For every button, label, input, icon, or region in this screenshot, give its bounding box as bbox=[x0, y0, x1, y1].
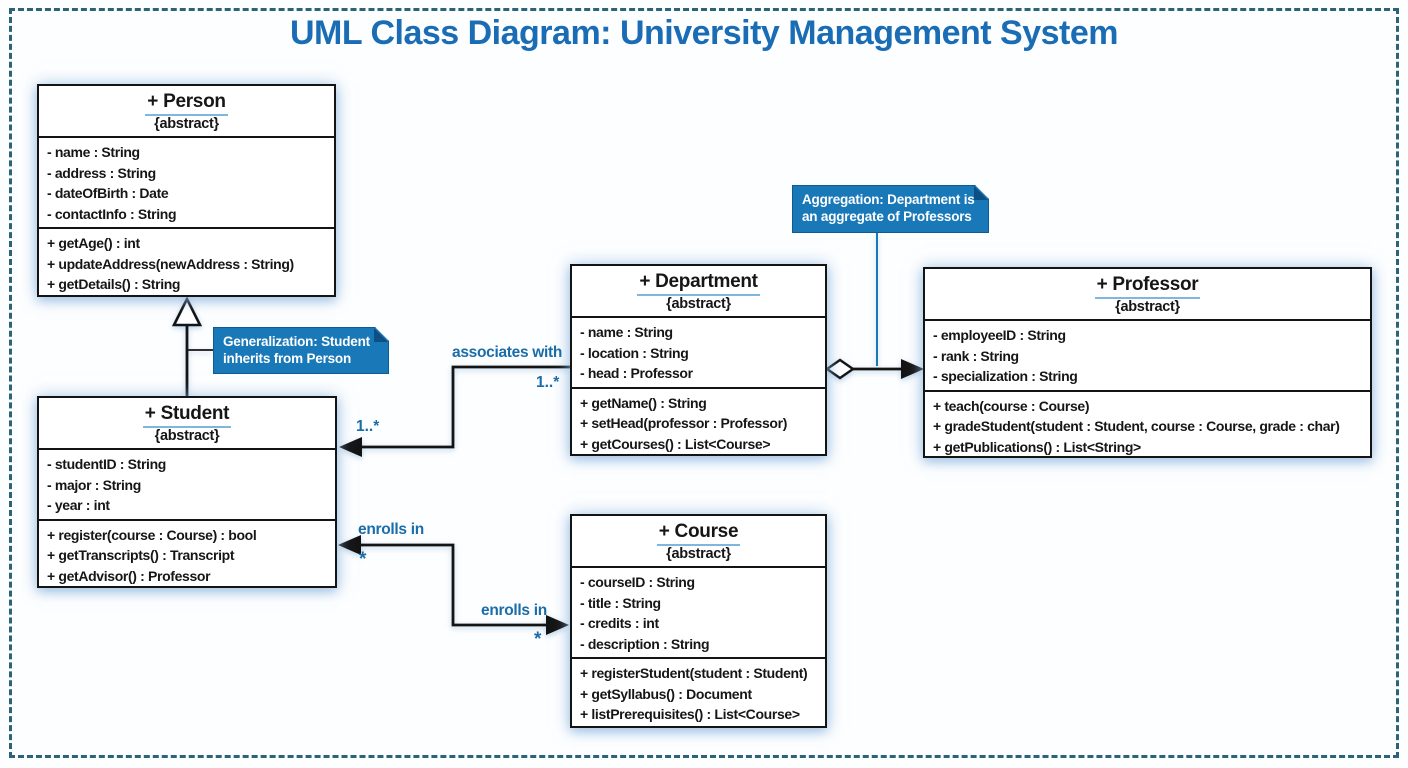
edge-label-enrolls-in-course: enrolls in bbox=[481, 602, 547, 619]
class-person-methods: + getAge() : int + updateAddress(newAddr… bbox=[39, 227, 334, 295]
note-generalization: Generalization: Student inherits from Pe… bbox=[213, 327, 389, 374]
class-student-methods: + register(course : Course) : bool + get… bbox=[39, 518, 335, 587]
class-stereotype: {abstract} bbox=[666, 546, 731, 562]
association-student-department bbox=[339, 365, 570, 457]
class-stereotype: {abstract} bbox=[154, 116, 219, 132]
class-department-attributes: - name : String - location : String - he… bbox=[572, 316, 825, 387]
class-course-methods: + registerStudent(student : Student) + g… bbox=[572, 657, 825, 726]
attribute-row: - name : String bbox=[47, 144, 140, 160]
note-aggregation: Aggregation: Department is an aggregate … bbox=[792, 185, 989, 233]
multiplicity-star-student: * bbox=[359, 549, 367, 570]
attribute-row: - specialization : String bbox=[933, 368, 1078, 384]
class-name: + Person bbox=[145, 91, 228, 116]
class-department-methods: + getName() : String + setHead(professor… bbox=[572, 386, 825, 455]
method-row: + registerStudent(student : Student) bbox=[580, 665, 808, 681]
class-course-attributes: - courseID : String - title : String - c… bbox=[572, 566, 825, 657]
class-student-header: + Student {abstract} bbox=[39, 398, 335, 448]
class-course: + Course {abstract} - courseID : String … bbox=[570, 514, 827, 728]
attribute-row: - employeeID : String bbox=[933, 327, 1066, 343]
attribute-row: - courseID : String bbox=[580, 574, 695, 590]
attribute-row: - address : String bbox=[47, 164, 156, 181]
class-professor-header: + Professor {abstract} bbox=[925, 269, 1370, 319]
class-name: + Course bbox=[656, 521, 741, 546]
class-person-attributes: - name : String - address : String - dat… bbox=[39, 136, 334, 227]
class-professor: + Professor {abstract} - employeeID : St… bbox=[923, 267, 1372, 458]
attribute-row: - credits : int bbox=[580, 615, 659, 631]
class-name: + Student bbox=[142, 403, 232, 428]
class-stereotype: {abstract} bbox=[666, 296, 731, 312]
multiplicity-star-course: * bbox=[534, 629, 542, 650]
attribute-row: - major : String bbox=[47, 476, 141, 493]
method-row: + getTranscripts() : Transcript bbox=[47, 547, 235, 563]
attribute-row: - year : int bbox=[47, 497, 110, 513]
class-student-attributes: - studentID : String - major : String - … bbox=[39, 448, 335, 519]
method-row: + register(course : Course) : bool bbox=[47, 526, 257, 543]
attribute-row: - rank : String bbox=[933, 347, 1019, 364]
attribute-row: - head : Professor bbox=[580, 365, 693, 381]
attribute-row: - name : String bbox=[580, 324, 673, 340]
class-department-header: + Department {abstract} bbox=[572, 266, 825, 316]
edge-label-associates-with: associates with bbox=[452, 344, 563, 361]
method-row: + getCourses() : List<Course> bbox=[580, 435, 771, 452]
class-stereotype: {abstract} bbox=[154, 428, 220, 444]
method-row: + getDetails() : String bbox=[47, 276, 181, 292]
method-row: + listPrerequisites() : List<Course> bbox=[580, 706, 800, 722]
class-person: + Person {abstract} - name : String - ad… bbox=[37, 84, 336, 297]
method-row: + setHead(professor : Professor) bbox=[580, 415, 788, 431]
method-row: + getSyllabus() : Document bbox=[580, 685, 752, 702]
attribute-row: - dateOfBirth : Date bbox=[47, 185, 169, 201]
aggregation-department-professor bbox=[824, 232, 924, 380]
class-professor-methods: + teach(course : Course) + gradeStudent(… bbox=[925, 389, 1370, 457]
class-course-header: + Course {abstract} bbox=[572, 516, 825, 566]
class-person-header: + Person {abstract} bbox=[39, 86, 334, 136]
class-stereotype: {abstract} bbox=[1115, 299, 1180, 315]
method-row: + teach(course : Course) bbox=[933, 397, 1090, 414]
attribute-row: - studentID : String bbox=[47, 456, 166, 472]
association-student-course bbox=[338, 535, 569, 635]
method-row: + getAge() : int bbox=[47, 235, 140, 251]
method-row: + getPublications() : List<String> bbox=[933, 438, 1141, 455]
attribute-row: - location : String bbox=[580, 344, 689, 361]
diagram-title: UML Class Diagram: University Management… bbox=[289, 14, 1119, 52]
edge-label-enrolls-in-student: enrolls in bbox=[358, 521, 424, 538]
class-professor-attributes: - employeeID : String - rank : String - … bbox=[925, 319, 1370, 390]
class-name: + Professor bbox=[1094, 274, 1201, 299]
method-row: + gradeStudent(student : Student, course… bbox=[933, 418, 1340, 434]
attribute-row: - title : String bbox=[580, 594, 661, 611]
class-name: + Department bbox=[637, 271, 760, 296]
multiplicity-student: 1..* bbox=[356, 418, 380, 435]
attribute-row: - description : String bbox=[580, 635, 710, 652]
method-row: + getName() : String bbox=[580, 394, 707, 411]
generalization-connector bbox=[171, 296, 214, 396]
method-row: + getAdvisor() : Professor bbox=[47, 567, 211, 584]
attribute-row: - contactInfo : String bbox=[47, 205, 177, 222]
multiplicity-department: 1..* bbox=[536, 374, 560, 391]
class-department: + Department {abstract} - name : String … bbox=[570, 264, 827, 456]
method-row: + updateAddress(newAddress : String) bbox=[47, 255, 294, 272]
class-student: + Student {abstract} - studentID : Strin… bbox=[37, 396, 337, 588]
